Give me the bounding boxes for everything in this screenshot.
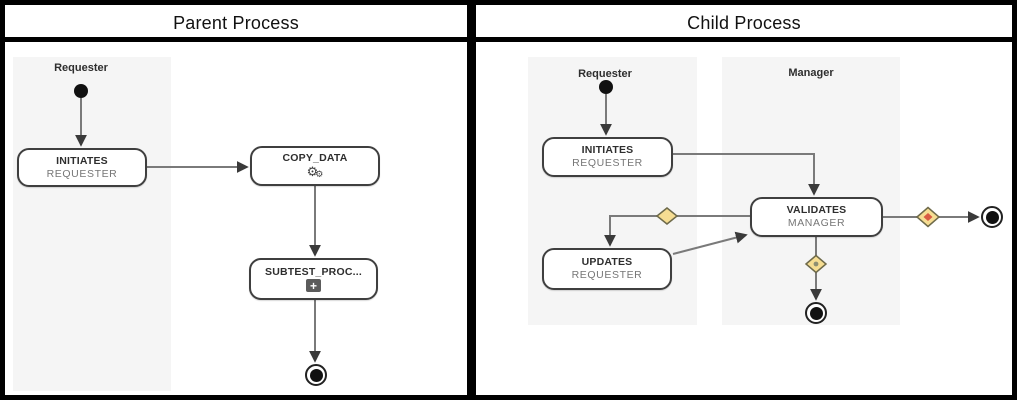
child-lane-manager	[722, 57, 900, 325]
header-band: Parent Process Child Process	[5, 5, 1012, 42]
gateway-orange-marker[interactable]	[915, 206, 941, 228]
child-lane-requester-label: Requester	[578, 68, 632, 80]
child-end-event-right[interactable]	[981, 206, 1003, 228]
child-lane-manager-label: Manager	[788, 67, 834, 79]
parent-lane-requester	[13, 57, 171, 391]
gateway-orange-marker-core	[923, 213, 933, 221]
task-role: REQUESTER	[571, 269, 643, 281]
parent-task-copy-data[interactable]: COPY_DATA ⚙⚙	[250, 146, 380, 186]
parent-panel-title: Parent Process	[173, 13, 299, 33]
panel-divider	[467, 5, 476, 395]
task-role: REQUESTER	[46, 167, 118, 180]
end-event-core	[985, 210, 999, 224]
task-title: SUBTEST_PROC...	[265, 265, 362, 278]
task-title: UPDATES	[581, 256, 633, 269]
child-end-event-bottom[interactable]	[805, 302, 827, 324]
task-title: VALIDATES	[786, 204, 847, 217]
service-task-gears-icon: ⚙⚙	[306, 163, 324, 179]
end-event-core	[809, 306, 823, 320]
parent-lane-requester-label: Requester	[54, 62, 108, 74]
child-task-initiates[interactable]: INITIATES REQUESTER	[542, 137, 673, 177]
child-start-event[interactable]	[599, 80, 613, 94]
task-role: REQUESTER	[572, 157, 643, 169]
task-role: MANAGER	[787, 217, 846, 229]
parent-task-subtest-proc[interactable]: SUBTEST_PROC... +	[249, 258, 378, 300]
parent-start-event[interactable]	[74, 84, 88, 98]
task-title: COPY_DATA	[282, 152, 348, 165]
subprocess-plus-icon: +	[306, 279, 321, 293]
child-task-validates[interactable]: VALIDATES MANAGER	[750, 197, 883, 237]
task-title: INITIATES	[56, 154, 108, 167]
child-panel-title: Child Process	[687, 13, 801, 33]
parent-task-initiates[interactable]: INITIATES REQUESTER	[17, 148, 147, 187]
child-task-updates[interactable]: UPDATES REQUESTER	[542, 248, 672, 290]
end-event-core	[309, 368, 323, 382]
task-title: INITIATES	[581, 144, 634, 157]
parent-end-event[interactable]	[305, 364, 327, 386]
